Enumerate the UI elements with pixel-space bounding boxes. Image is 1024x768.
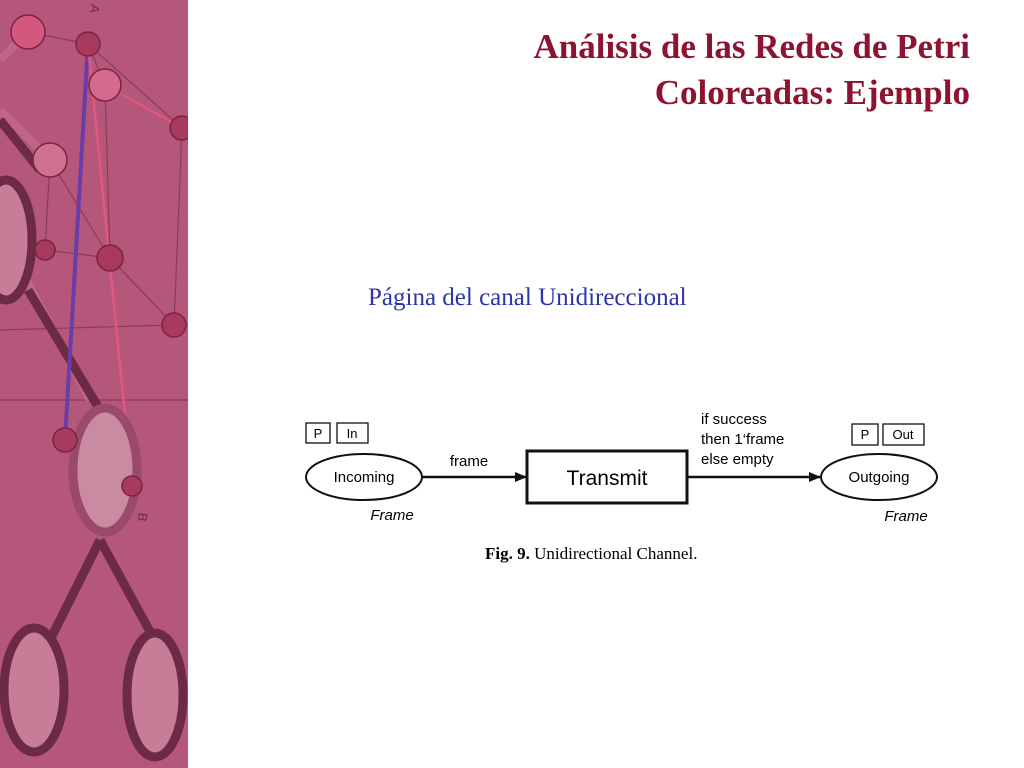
decorative-sidebar: A B (0, 0, 188, 768)
incoming-place-label: Incoming (334, 469, 395, 486)
output-arc-label-line2: then 1‘frame (701, 431, 784, 448)
incoming-tag-p-box (305, 422, 331, 444)
slide-title: Análisis de las Redes de Petri Coloreada… (533, 24, 970, 116)
outgoing-port-tags: P Out (851, 423, 925, 446)
incoming-tag-in: In (347, 426, 358, 441)
figure-caption-text: Unidirectional Channel. (530, 544, 698, 563)
network-graph-illustration: A B (0, 0, 188, 768)
transmit-transition (525, 449, 689, 505)
incoming-tag-p: P (314, 426, 323, 441)
node-label-a: A (87, 3, 103, 14)
slide-title-line1: Análisis de las Redes de Petri (533, 27, 970, 66)
outgoing-tag-out-box (882, 423, 925, 446)
incoming-port-tags: P In (305, 422, 369, 444)
outgoing-tag-out: Out (893, 427, 914, 442)
output-arc-label-line3: else empty (701, 451, 774, 468)
outgoing-place (820, 453, 938, 501)
incoming-tag-in-box (336, 422, 369, 444)
figure-caption: Fig. 9. Unidirectional Channel. (485, 544, 697, 563)
outgoing-place-label: Outgoing (849, 469, 910, 486)
outgoing-color-set: Frame (884, 508, 927, 525)
purple-edge (63, 43, 90, 441)
outgoing-tag-p: P (861, 427, 870, 442)
incoming-color-set: Frame (370, 507, 413, 524)
petri-net-diagram: P In Incoming Frame frame Transmit if su… (296, 398, 956, 578)
slide-subtitle: Página del canal Unidireccional (368, 284, 687, 311)
figure-caption-number: Fig. 9. (485, 544, 530, 563)
slide-title-line2: Coloreadas: Ejemplo (654, 73, 970, 112)
transmit-transition-label: Transmit (567, 467, 648, 490)
node-label-b: B (135, 512, 151, 523)
output-arc-label-line1: if success (701, 411, 767, 428)
outgoing-tag-p-box (851, 423, 879, 446)
input-arc-label: frame (450, 453, 488, 470)
